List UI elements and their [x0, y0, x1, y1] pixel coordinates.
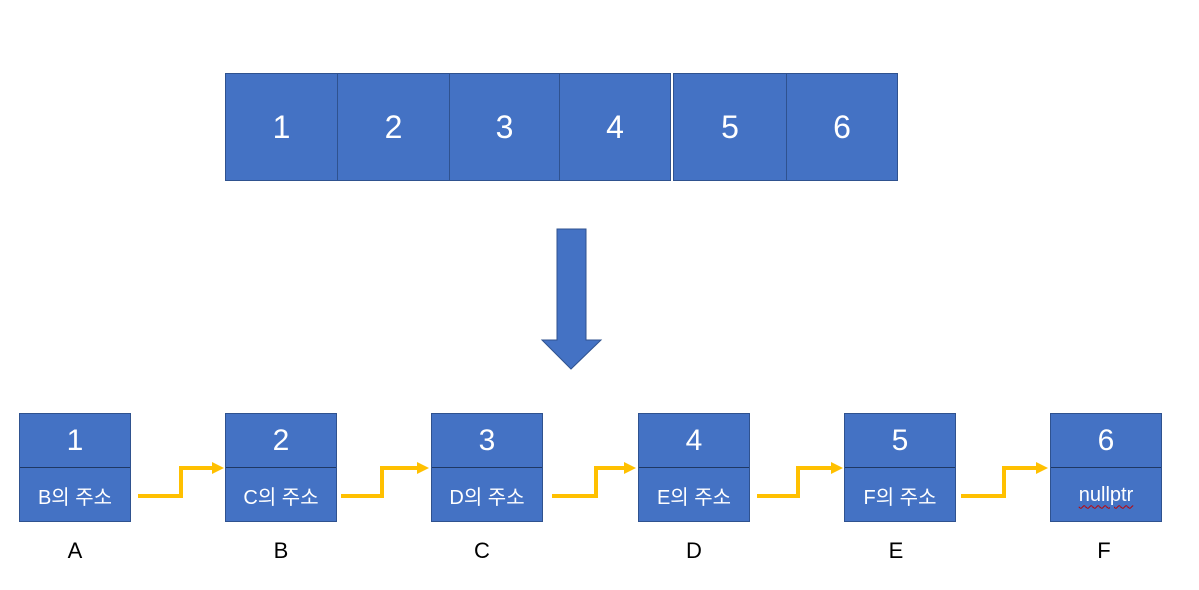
node-label-b: B: [273, 538, 289, 563]
node-value: 4: [639, 414, 749, 468]
link-arrow-a-b: [138, 466, 214, 498]
node-e: 5 F의 주소: [844, 413, 956, 522]
array-cell-6: 6: [786, 73, 898, 181]
node-next-text: F의 주소: [863, 486, 937, 509]
array-cell-4: 4: [559, 73, 671, 181]
link-arrow-c-d: [552, 466, 626, 498]
array-cell-1: 1: [225, 73, 338, 181]
node-d: 4 E의 주소: [638, 413, 750, 522]
node-next-pointer: F의 주소: [845, 468, 955, 522]
node-next-pointer: D의 주소: [432, 468, 542, 522]
arrowhead-icon: [1036, 462, 1048, 474]
node-value: 1: [20, 414, 130, 468]
node-next-text: B의 주소: [37, 486, 113, 509]
node-next-text: nullptr: [1078, 483, 1134, 506]
node-c: 3 D의 주소: [431, 413, 543, 522]
link-arrow-e-f: [961, 466, 1038, 498]
link-arrow-b-c: [341, 466, 419, 498]
node-label-a: A: [67, 538, 83, 563]
node-label-f: F: [1097, 538, 1111, 563]
node-value: 3: [432, 414, 542, 468]
node-value: 6: [1051, 414, 1161, 468]
node-next-pointer: E의 주소: [639, 468, 749, 522]
link-arrow-d-e: [757, 466, 833, 498]
node-b: 2 C의 주소: [225, 413, 337, 522]
array-cell-3: 3: [449, 73, 560, 181]
node-next-pointer: B의 주소: [20, 468, 130, 522]
node-next-pointer: C의 주소: [226, 468, 336, 522]
node-next-pointer: nullptr: [1051, 468, 1161, 522]
arrowhead-icon: [212, 462, 224, 474]
arrowhead-icon: [624, 462, 636, 474]
node-next-text: D의 주소: [449, 486, 525, 509]
node-value: 5: [845, 414, 955, 468]
node-next-text: C의 주소: [243, 486, 319, 509]
node-label-d: D: [686, 538, 702, 563]
array-cell-2: 2: [337, 73, 450, 181]
node-next-text: E의 주소: [656, 486, 732, 509]
node-label-c: C: [474, 538, 490, 563]
arrowhead-icon: [417, 462, 429, 474]
array-cell-5: 5: [673, 73, 787, 181]
node-f: 6 nullptr: [1050, 413, 1162, 522]
down-arrow-icon: [540, 228, 603, 370]
node-label-e: E: [888, 538, 904, 563]
node-value: 2: [226, 414, 336, 468]
node-a: 1 B의 주소: [19, 413, 131, 522]
arrowhead-icon: [831, 462, 843, 474]
